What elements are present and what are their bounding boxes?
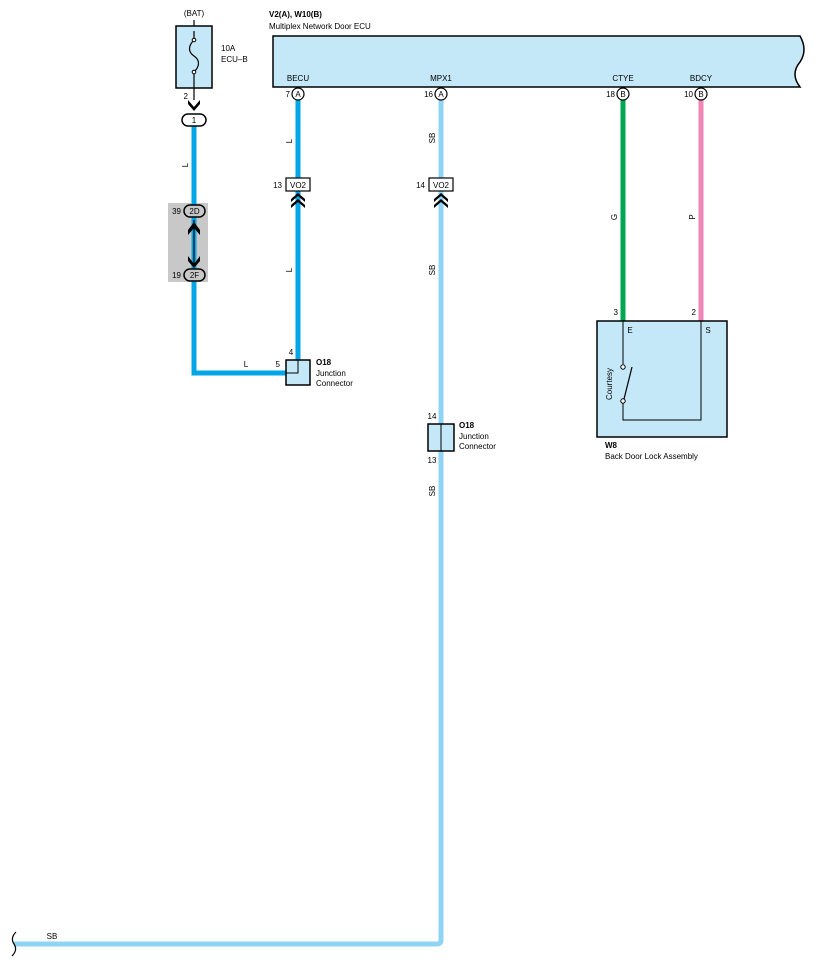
fuse-pin: 2 xyxy=(184,92,189,101)
svg-text:VO2: VO2 xyxy=(433,181,450,190)
svg-text:19: 19 xyxy=(172,271,181,280)
wire-label-g: G xyxy=(610,214,619,220)
relay-connector-2d: 39 2D xyxy=(172,204,206,218)
junction-connector-1: 4 5 O18 Junction Connector xyxy=(276,348,354,388)
svg-text:10: 10 xyxy=(684,90,693,99)
wire-label-p: P xyxy=(688,214,697,219)
svg-text:B: B xyxy=(698,90,703,99)
wire-label-l-2: L xyxy=(285,138,294,143)
svg-text:Junction: Junction xyxy=(459,432,489,441)
svg-text:4: 4 xyxy=(289,348,294,357)
wire-label-sb-1: SB xyxy=(428,133,437,144)
svg-text:Connector: Connector xyxy=(459,442,496,451)
wire-label-l-4: L xyxy=(244,360,249,369)
wire-label-l-3: L xyxy=(285,267,294,272)
svg-text:B: B xyxy=(620,90,625,99)
ecu-pin-becu: 7 A xyxy=(286,87,305,101)
fuse-name: ECU–B xyxy=(221,55,248,64)
terminal-mpx1: MPX1 xyxy=(430,74,452,83)
svg-text:1: 1 xyxy=(192,116,197,125)
wire-label-l-1: L xyxy=(181,162,190,167)
chevron-down-icon xyxy=(188,256,200,268)
wire-label-sb-4: SB xyxy=(47,932,58,941)
svg-text:A: A xyxy=(295,90,301,99)
assembly-code: W8 xyxy=(605,441,618,450)
svg-text:5: 5 xyxy=(276,360,281,369)
switch-icon xyxy=(623,366,633,400)
chevron-up-icon xyxy=(434,193,448,208)
vo2-connector-becu: 13 VO2 xyxy=(273,177,311,208)
junction-connector-2: 14 13 O18 Junction Connector xyxy=(427,412,496,465)
wire-label-sb-3: SB xyxy=(428,486,437,497)
svg-text:16: 16 xyxy=(424,90,433,99)
chevron-down-icon xyxy=(188,100,200,111)
svg-text:Connector: Connector xyxy=(316,379,353,388)
svg-text:7: 7 xyxy=(286,90,291,99)
svg-text:14: 14 xyxy=(416,181,425,190)
fuse-rating: 10A xyxy=(221,44,236,53)
svg-text:2D: 2D xyxy=(189,207,199,216)
switch-label: Courtesy xyxy=(605,368,614,400)
terminal-bdcy: BDCY xyxy=(690,74,713,83)
assembly-name: Back Door Lock Assembly xyxy=(605,452,698,461)
terminal-ctye: CTYE xyxy=(612,74,633,83)
svg-text:2F: 2F xyxy=(190,271,199,280)
svg-text:39: 39 xyxy=(172,207,181,216)
svg-text:18: 18 xyxy=(606,90,615,99)
svg-text:13: 13 xyxy=(273,181,282,190)
wire-break-icon xyxy=(11,931,17,957)
wire-label-sb-2: SB xyxy=(428,265,437,276)
svg-text:E: E xyxy=(627,326,632,335)
svg-text:VO2: VO2 xyxy=(290,181,307,190)
terminal-becu: BECU xyxy=(287,74,309,83)
ecu-pin-bdcy: 10 B xyxy=(684,87,708,101)
ecu-pin-mpx1: 16 A xyxy=(424,87,448,101)
svg-text:13: 13 xyxy=(428,456,437,465)
ecu-pin-ctye: 18 B xyxy=(606,87,630,101)
vo2-connector-mpx1: 14 VO2 xyxy=(416,177,454,208)
battery-label: (BAT) xyxy=(184,9,205,18)
back-door-lock-assembly: 3 2 E S Courtesy xyxy=(596,308,728,438)
chevron-up-icon xyxy=(291,193,305,208)
jb-connector-1: 1 xyxy=(181,113,207,127)
ecu-codes: V2(A), W10(B) xyxy=(269,10,322,19)
wire-l-battery xyxy=(191,120,293,376)
svg-text:Junction: Junction xyxy=(316,369,346,378)
svg-text:14: 14 xyxy=(428,412,437,421)
svg-text:2: 2 xyxy=(692,308,697,317)
svg-text:3: 3 xyxy=(614,308,619,317)
svg-text:S: S xyxy=(705,326,710,335)
svg-text:A: A xyxy=(438,90,444,99)
wire-sb-mpx1 xyxy=(14,96,444,947)
ecu-name: Multiplex Network Door ECU xyxy=(269,22,371,31)
svg-text:O18: O18 xyxy=(316,358,332,367)
svg-text:O18: O18 xyxy=(459,421,475,430)
ecu-box xyxy=(272,35,805,88)
relay-connector-2f: 19 2F xyxy=(172,268,206,282)
chevron-up-icon xyxy=(188,222,200,235)
